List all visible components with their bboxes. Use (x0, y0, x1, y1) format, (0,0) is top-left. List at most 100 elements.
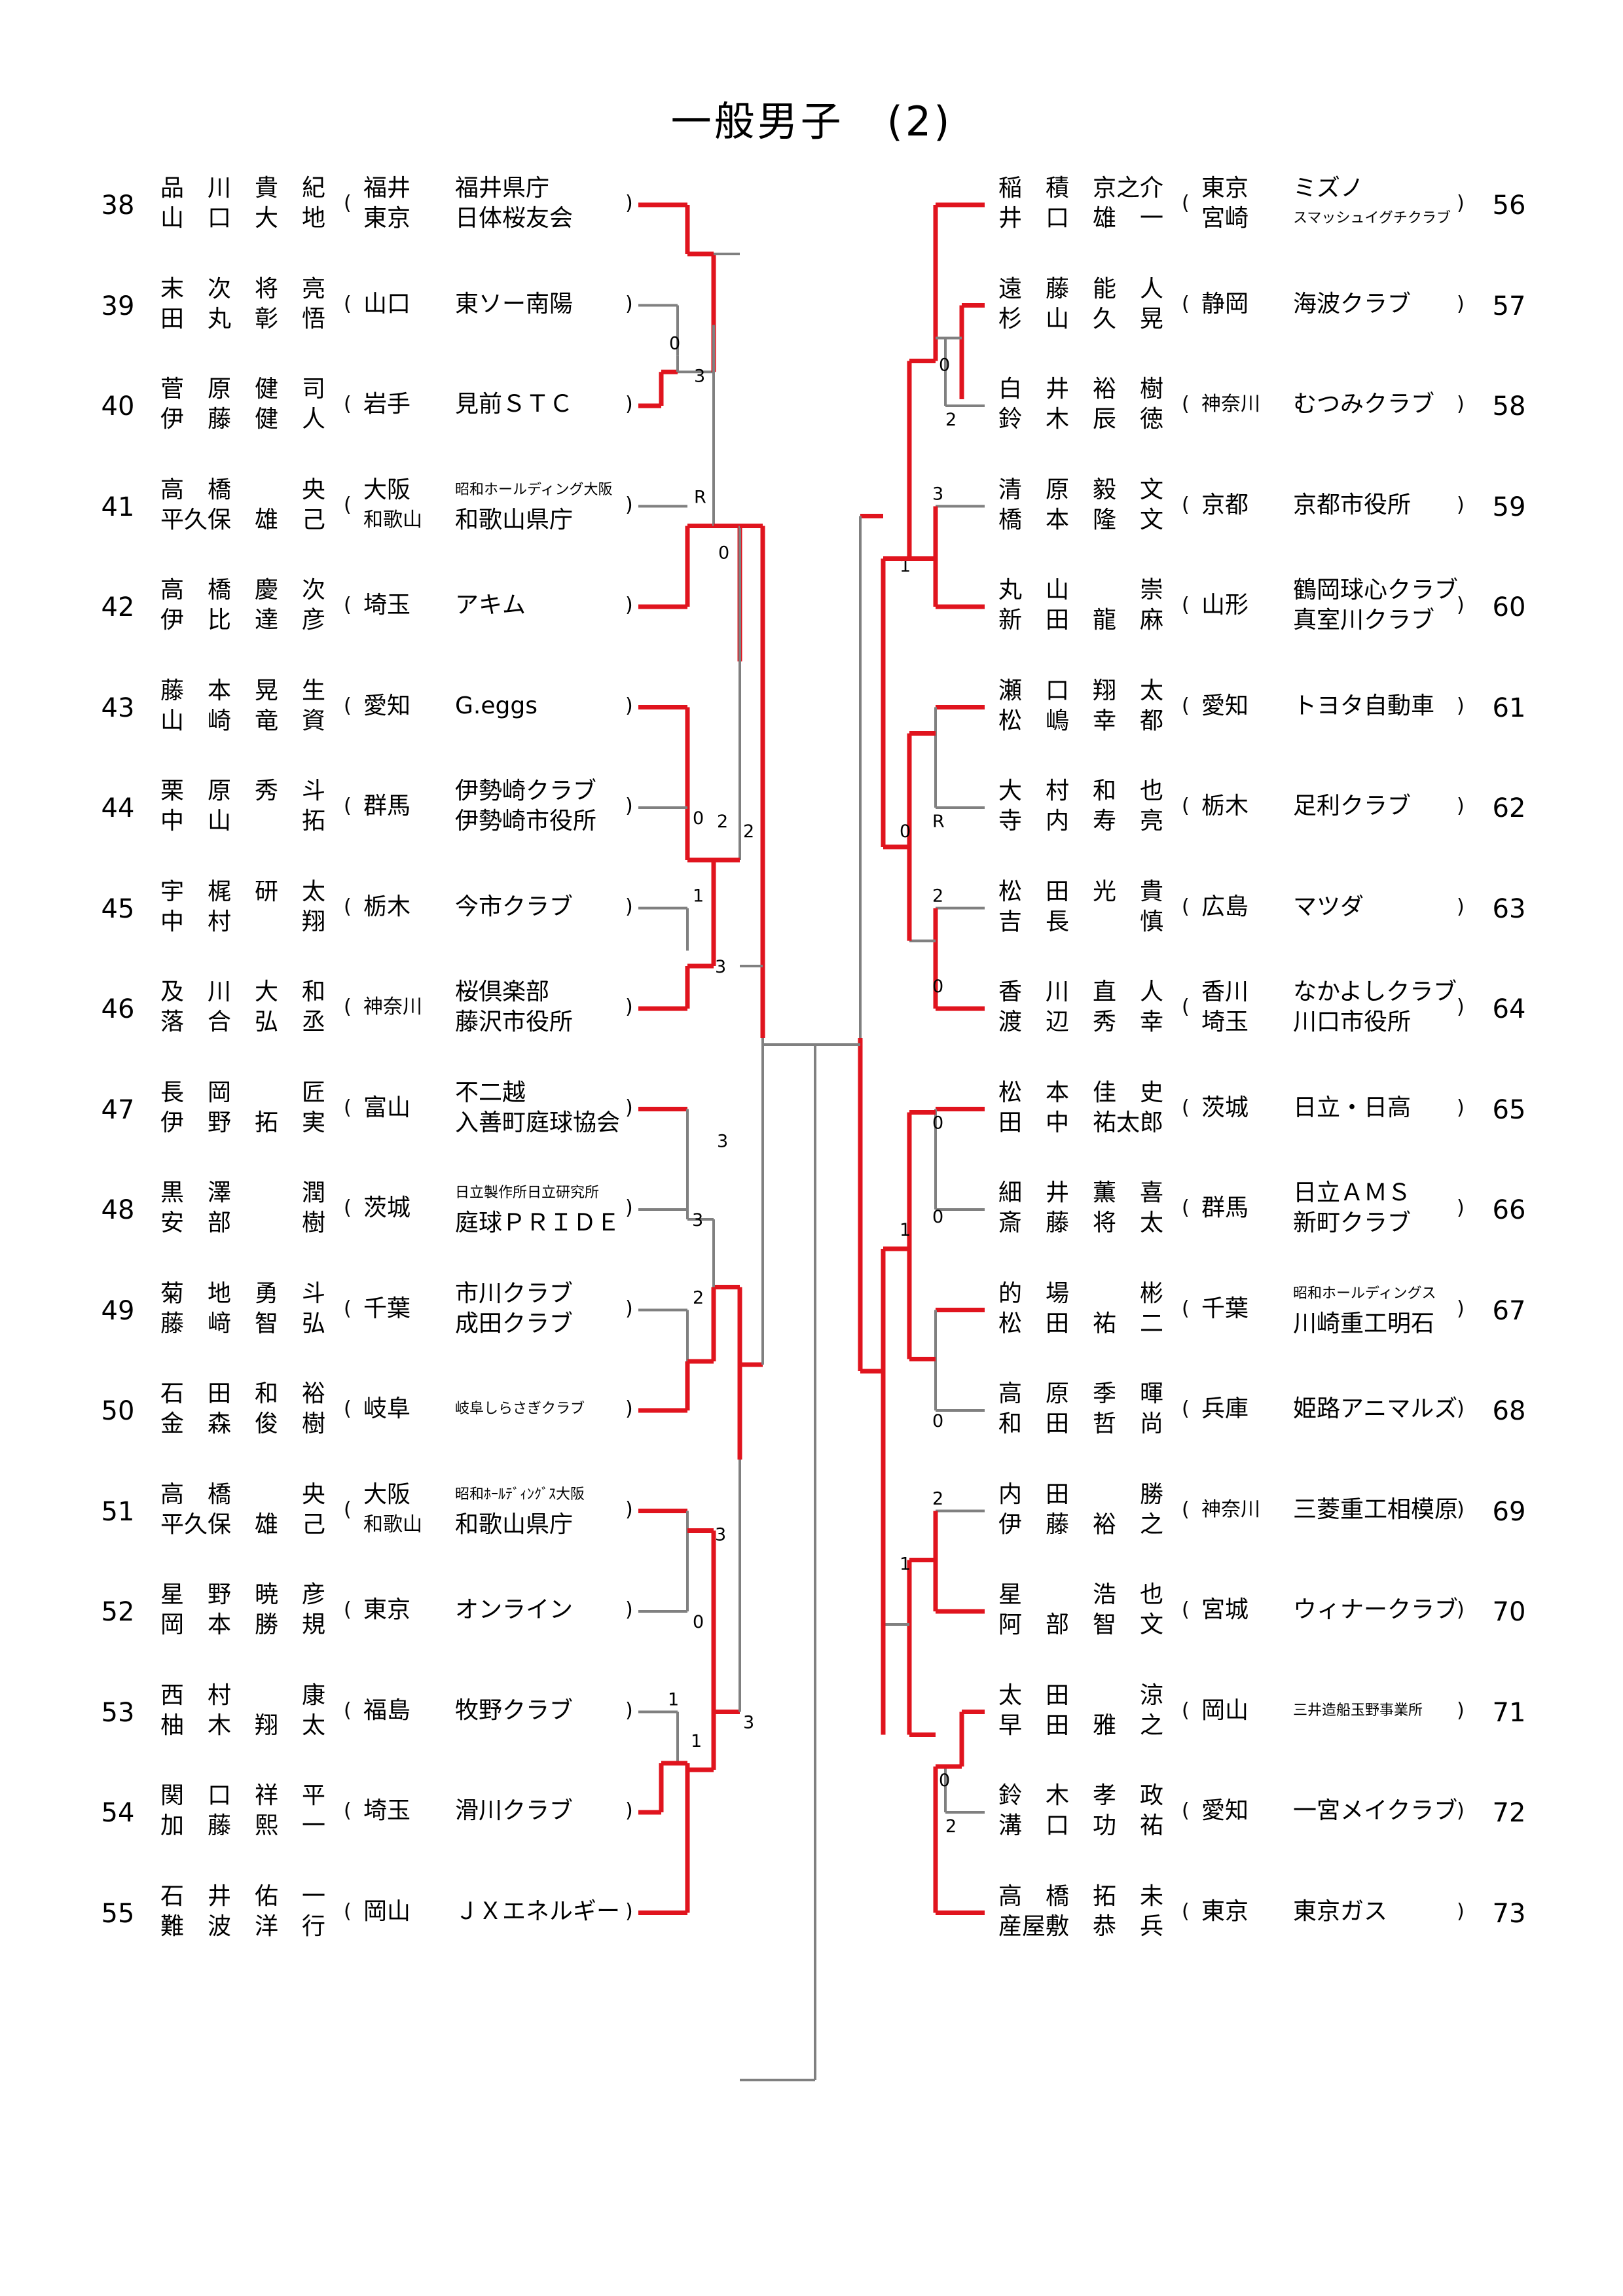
player-name: 加 藤 熙 一 (160, 1812, 326, 1839)
match-score: 2 (717, 812, 728, 832)
player-name: 栗 原 秀 斗 (160, 778, 326, 804)
match-score: 1 (900, 556, 911, 577)
prefecture: 神奈川 (1201, 393, 1260, 416)
player-name: 黒 澤 潤 (160, 1179, 326, 1206)
player-name: 藤 﨑 智 弘 (160, 1310, 326, 1337)
bracket-open: ( (344, 694, 352, 717)
entry-number: 68 (1492, 1396, 1526, 1426)
bracket-close: ) (625, 694, 633, 717)
prefecture: 大阪 (363, 1480, 411, 1508)
bracket-open: ( (344, 795, 352, 817)
prefecture: 宮城 (1201, 1596, 1249, 1623)
bracket-open: ( (1182, 694, 1190, 717)
player-name: 瀬 口 翔 太 (998, 677, 1164, 704)
club-name: 昭和ホールディング大阪 (455, 481, 613, 498)
player-name: 西 村 康 (160, 1681, 326, 1709)
prefecture: 福井 (363, 175, 411, 202)
club-name: 昭和ﾎｰﾙﾃﾞｨﾝｸﾞｽ大阪 (455, 1486, 585, 1503)
player-name: 品 川 貴 紀 (160, 175, 326, 202)
bracket-close: ) (625, 1899, 633, 1923)
entry-number: 54 (101, 1798, 135, 1828)
club-name: 日立ＡＭＳ (1293, 1179, 1412, 1206)
bracket-close: ) (1457, 1698, 1465, 1722)
entry-number: 53 (101, 1697, 135, 1728)
player-name: 平久保 雄 己 (160, 1511, 326, 1538)
player-name: 香 川 直 人 (998, 978, 1164, 1005)
match-score: 3 (932, 484, 943, 505)
match-score: 0 (939, 1770, 950, 1791)
player-name: 伊 野 拓 実 (160, 1109, 326, 1136)
entry-number: 40 (101, 391, 135, 422)
player-name: 伊 藤 裕 之 (998, 1511, 1164, 1538)
player-name: 宇 梶 研 太 (160, 878, 326, 905)
player-name: 伊 藤 健 人 (160, 406, 326, 433)
club-name: 和歌山県庁 (455, 1511, 574, 1538)
entry-number: 39 (101, 291, 135, 321)
bracket-close: ) (1457, 1598, 1465, 1621)
club-name: マツダ (1293, 893, 1364, 920)
player-name: 斎 藤 将 太 (998, 1210, 1164, 1236)
entry-number: 52 (101, 1597, 135, 1627)
prefecture: 岐阜 (363, 1395, 411, 1422)
bracket-open: ( (1182, 1096, 1190, 1119)
match-score: 2 (945, 1816, 957, 1837)
entry-number: 42 (101, 592, 135, 622)
prefecture: 東京 (363, 1596, 411, 1623)
bracket-open: ( (344, 1598, 352, 1621)
player-name: 早 田 雅 之 (998, 1712, 1164, 1739)
player-name: 長 岡 匠 (160, 1079, 326, 1106)
player-name: 鈴 木 孝 政 (998, 1782, 1164, 1809)
club-name: 伊勢崎市役所 (455, 808, 597, 834)
club-name: 庭球ＰＲＩＤＥ (455, 1210, 621, 1236)
club-name: むつみクラブ (1293, 391, 1435, 418)
bracket-close: ) (625, 393, 633, 416)
club-name: 日体桜友会 (455, 205, 574, 232)
prefecture: 神奈川 (363, 996, 422, 1018)
player-name: 中 村 翔 (160, 908, 326, 935)
bracket-close: ) (1457, 1096, 1465, 1119)
bracket-open: ( (344, 493, 352, 516)
match-score: 2 (932, 886, 943, 906)
club-name: ミズノ (1293, 175, 1364, 202)
player-name: 金 森 俊 樹 (160, 1410, 326, 1437)
player-name: 溝 口 功 祐 (998, 1812, 1164, 1839)
bracket-close: ) (1457, 1196, 1465, 1219)
prefecture: 山形 (1201, 592, 1249, 619)
bracket-close: ) (625, 996, 633, 1018)
bracket-close: ) (625, 493, 633, 516)
entry-number: 56 (1492, 190, 1526, 221)
player-name: 渡 辺 秀 幸 (998, 1009, 1164, 1035)
prefecture: 宮崎 (1201, 205, 1249, 232)
club-name: 足利クラブ (1293, 793, 1412, 819)
player-name: 丸 山 崇 (998, 577, 1164, 603)
entry-number: 70 (1492, 1597, 1526, 1627)
match-score: 0 (669, 333, 680, 353)
bracket-open: ( (1182, 493, 1190, 516)
club-name: 川口市役所 (1293, 1009, 1412, 1035)
club-name: 真室川クラブ (1293, 607, 1435, 634)
player-name: 松 本 佳 史 (998, 1079, 1164, 1106)
bracket-open: ( (344, 393, 352, 416)
match-score: 0 (932, 1207, 943, 1227)
player-name: 山 崎 竜 資 (160, 707, 326, 734)
bracket-close: ) (625, 192, 633, 215)
player-name: 落 合 弘 丞 (160, 1009, 326, 1035)
player-name: 藤 本 晃 生 (160, 677, 326, 704)
match-score: 3 (743, 1713, 754, 1733)
entry-number: 49 (101, 1295, 135, 1326)
entry-number: 47 (101, 1094, 135, 1125)
club-name: 伊勢崎クラブ (455, 778, 597, 804)
